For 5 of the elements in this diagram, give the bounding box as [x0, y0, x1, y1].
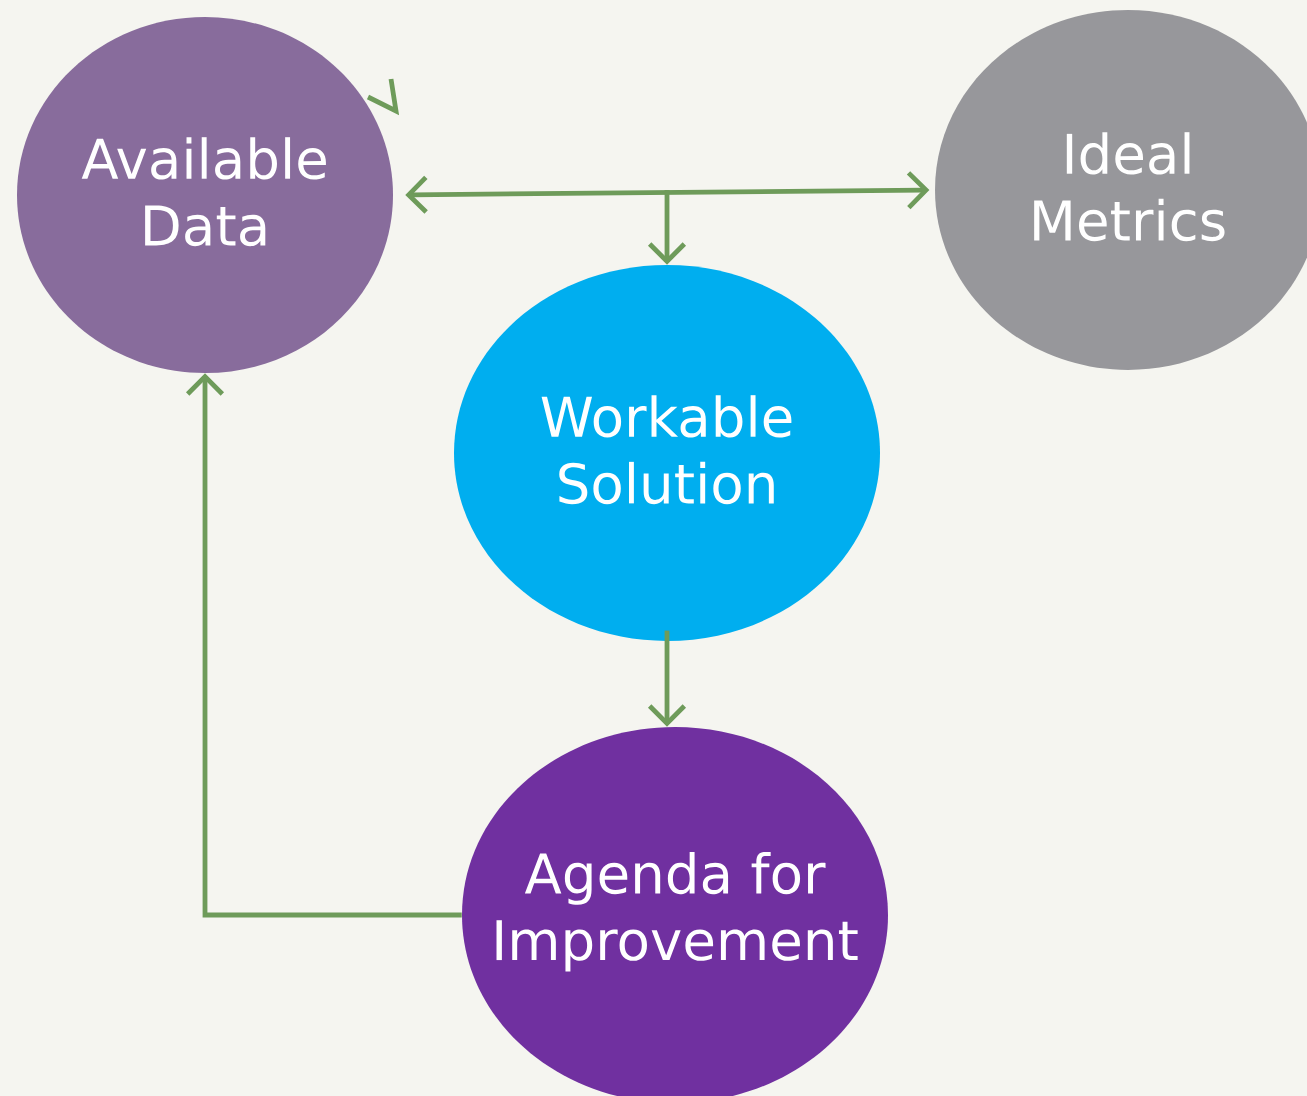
ellipse-node: Available Data: [17, 17, 393, 373]
ellipse-node: Workable Solution: [454, 265, 880, 641]
arrow: [647, 630, 687, 727]
arrow: [185, 373, 462, 918]
arrow: [405, 171, 930, 214]
